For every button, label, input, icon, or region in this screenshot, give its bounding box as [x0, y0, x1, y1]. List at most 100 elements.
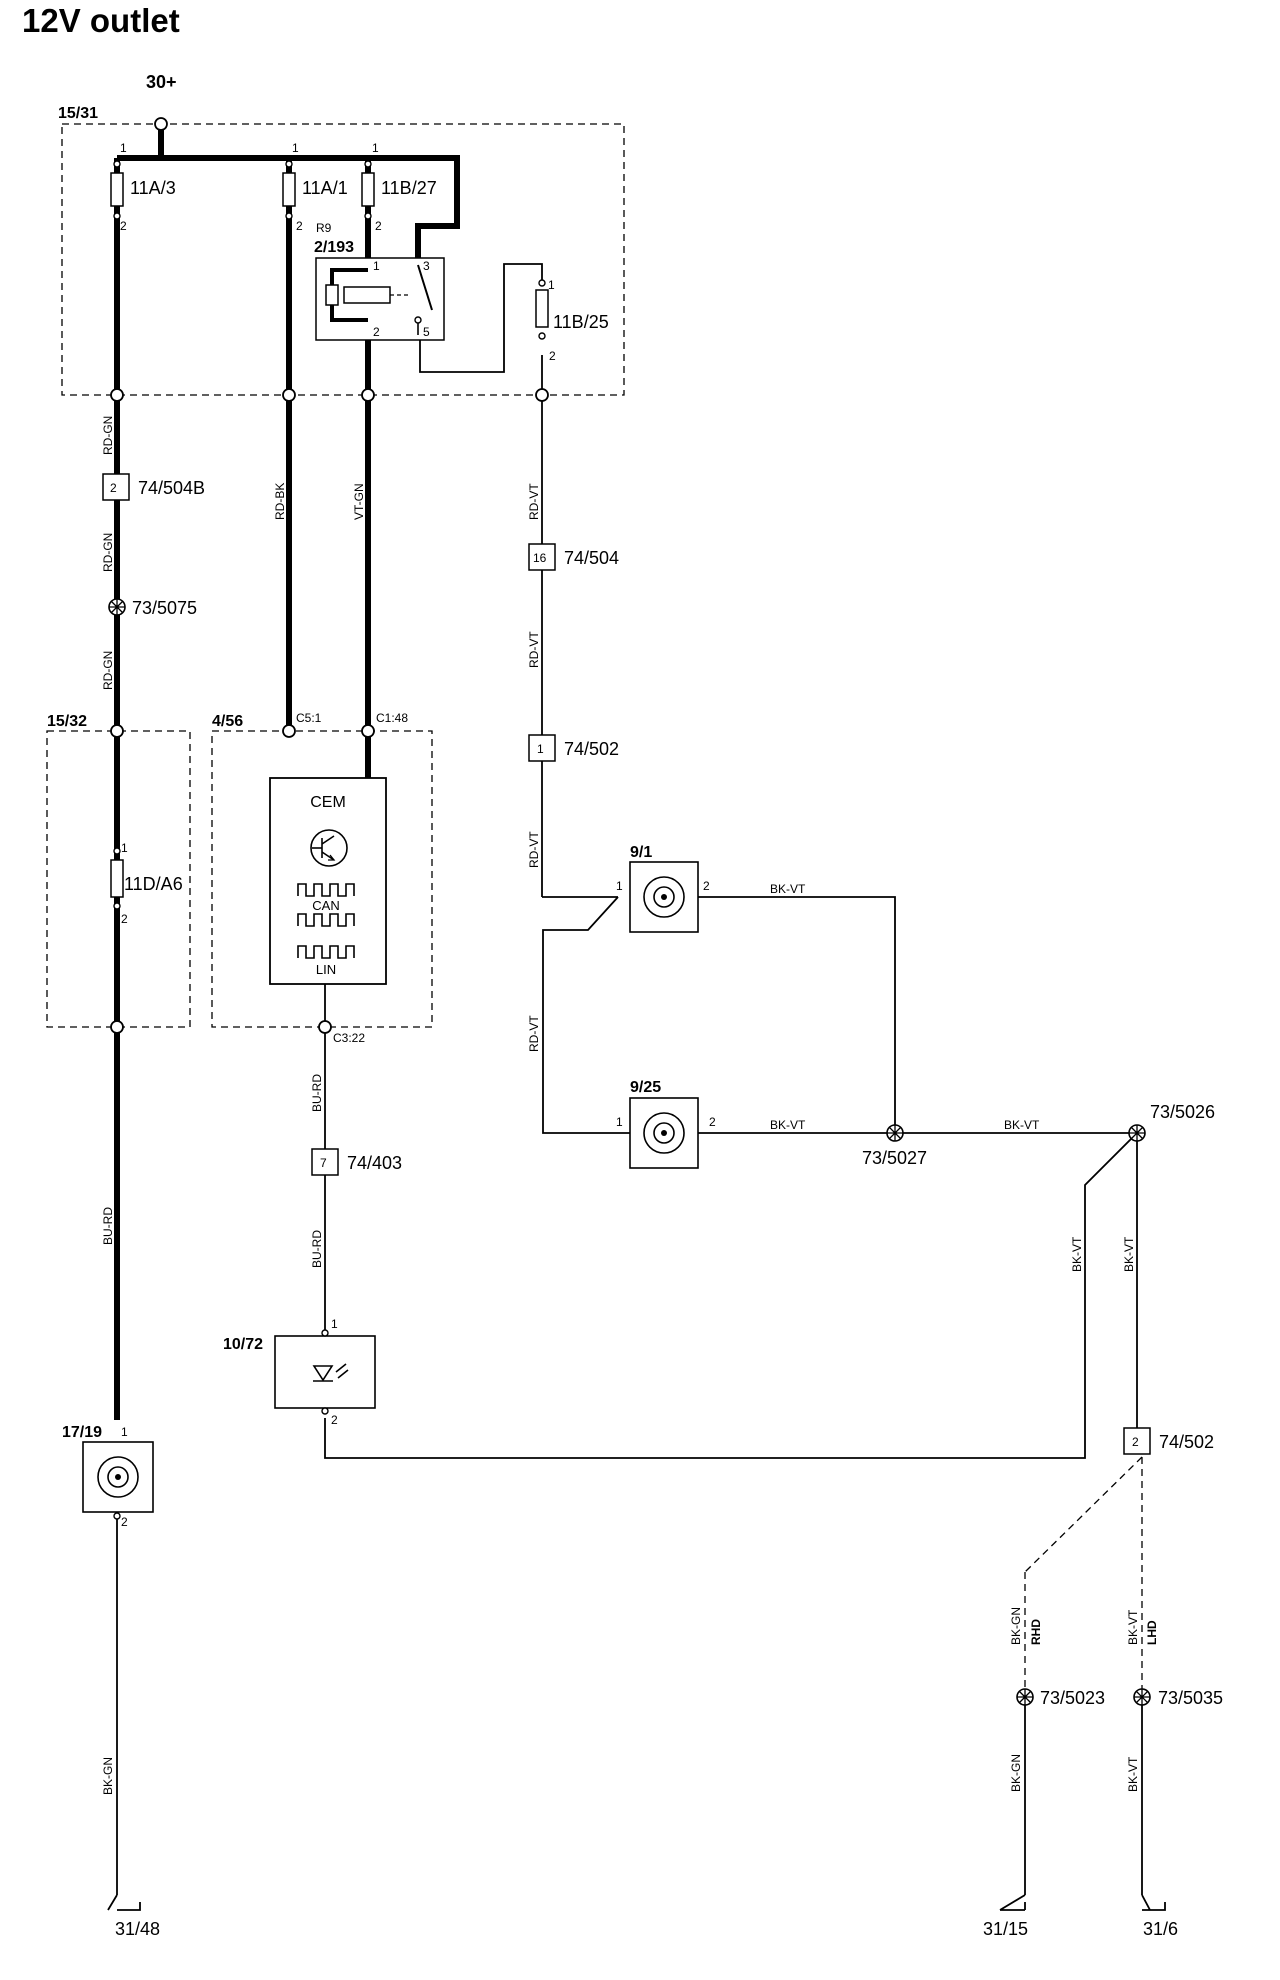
splice-s4-symbol [1016, 1688, 1034, 1706]
ground-g1-symbol [107, 1894, 141, 1911]
connector-c4-box [311, 1148, 339, 1176]
wire-label-bk-vt: BK-VT [1004, 1118, 1040, 1132]
wire-label-rd-gn: RD-GN [101, 416, 115, 455]
pin-dot [285, 160, 293, 168]
pin-label: 2 [709, 1115, 716, 1129]
wire-label-bk-vt: BK-VT [1070, 1236, 1084, 1272]
wire-label-bu-rd: BU-RD [310, 1074, 324, 1112]
lin-label: LIN [316, 962, 336, 977]
pin-label: 1 [121, 1425, 128, 1439]
cem-pin-c1: C1:48 [376, 711, 408, 725]
splice-s3-label: 73/5026 [1150, 1102, 1215, 1122]
bk-vt-from-outlet-a [698, 896, 896, 1133]
fusebox-outline [61, 123, 625, 396]
splice-s3-symbol [1128, 1124, 1146, 1142]
cem-box-label: 4/56 [212, 713, 243, 730]
connector-c3-label: 74/502 [564, 739, 619, 759]
relay-contact-dot [414, 316, 422, 324]
pin-label: 2 [375, 219, 382, 233]
connector-c1-box [102, 473, 130, 501]
pin-dot [113, 902, 121, 910]
fuse-f1-symbol [110, 172, 124, 207]
outlet-c-center-pin [115, 1474, 121, 1480]
rd-vt-to-outlet-b [542, 896, 630, 1134]
splice-s5-symbol [1133, 1688, 1151, 1706]
pin-label: 2 [120, 219, 127, 233]
connector-c2-label: 74/504 [564, 548, 619, 568]
connector-c3-pin: 1 [537, 742, 544, 756]
pin-label: 1 [292, 141, 299, 155]
connector-c4-pin: 7 [320, 1156, 327, 1170]
node [282, 388, 296, 402]
wire-label-rd-vt: RD-VT [527, 1015, 541, 1052]
lhd-variant-label: LHD [1145, 1620, 1159, 1645]
pin-dot [321, 1329, 329, 1337]
supply-label: 30+ [146, 72, 177, 92]
wire-label-rd-gn: RD-GN [101, 533, 115, 572]
pin-label: 3 [423, 259, 430, 273]
rhd-variant-label: RHD [1029, 1619, 1043, 1645]
wire-label-rd-bk: RD-BK [273, 483, 287, 520]
wire-label-bk-gn: BK-GN [1009, 1754, 1023, 1792]
transistor-icon [310, 829, 348, 867]
connector-boxes [102, 473, 1151, 1455]
fuse-f2-label: 11A/1 [302, 178, 348, 198]
wire-label-bk-vt: BK-VT [1122, 1236, 1136, 1272]
connector-c5-box [1123, 1427, 1151, 1455]
wire-label-bk-gn: BK-GN [1009, 1607, 1023, 1645]
pin-label: 2 [549, 349, 556, 363]
led-icon [312, 1363, 349, 1382]
pin-label: 2 [703, 879, 710, 893]
can-signal-icon [297, 883, 355, 927]
node [361, 388, 375, 402]
wire-label-bk-vt: BK-VT [1126, 1609, 1140, 1645]
node [110, 1020, 124, 1034]
relay-coil-symbol [325, 284, 339, 306]
wire-color-labels: RD-GN RD-GN RD-GN RD-BK VT-GN RD-VT RD-V… [101, 416, 1140, 1795]
wire-label-rd-vt: RD-VT [527, 631, 541, 668]
fuse-f4-symbol [535, 289, 549, 328]
outlet-a-label: 9/1 [630, 844, 652, 861]
fuse-f1-label: 11A/3 [130, 178, 176, 198]
fuse-f5-label: 11D/A6 [124, 874, 183, 894]
cem-name: CEM [310, 794, 346, 811]
pin-label: 2 [331, 1413, 338, 1427]
splice-s1-symbol [108, 598, 126, 616]
wire-label-rd-vt: RD-VT [527, 483, 541, 520]
pin-label: 5 [423, 325, 430, 339]
supply-node [154, 117, 168, 131]
dashed-boxes [46, 123, 1143, 1690]
fuse-f2-symbol [282, 172, 296, 207]
connector-c4-label: 74/403 [347, 1153, 402, 1173]
pin-label: 1 [616, 879, 623, 893]
relay-output-wire [419, 263, 543, 373]
fuse-f3-label: 11B/27 [381, 178, 437, 198]
wire-label-bk-vt: BK-VT [770, 882, 806, 896]
connector-c3-box [528, 734, 556, 762]
wire-label-bk-vt: BK-VT [770, 1118, 806, 1132]
node [361, 724, 375, 738]
pin-dot [113, 160, 121, 168]
connector-c1-pin: 2 [110, 481, 117, 495]
pin-label: 1 [372, 141, 379, 155]
splice-symbols [108, 598, 1151, 1706]
pin-dot [321, 1407, 329, 1415]
node [110, 388, 124, 402]
ground-g2-symbol [999, 1894, 1026, 1911]
pin-label: 1 [121, 841, 128, 855]
connection-nodes [110, 388, 549, 1034]
node [535, 388, 549, 402]
ground-g2-label: 31/15 [983, 1919, 1028, 1939]
diagram-title: 12V outlet [22, 2, 180, 39]
pin-dot [113, 1512, 121, 1520]
ground-g3-label: 31/6 [1143, 1919, 1178, 1939]
connector-c2-pin: 16 [533, 551, 547, 565]
outlet-b-label: 9/25 [630, 1079, 661, 1096]
fusebox2-label: 15/32 [47, 713, 87, 730]
ground-g3-symbol [1141, 1894, 1166, 1911]
can-label: CAN [312, 898, 339, 913]
cem-module [269, 777, 387, 985]
splice-s2-symbol [886, 1124, 904, 1142]
